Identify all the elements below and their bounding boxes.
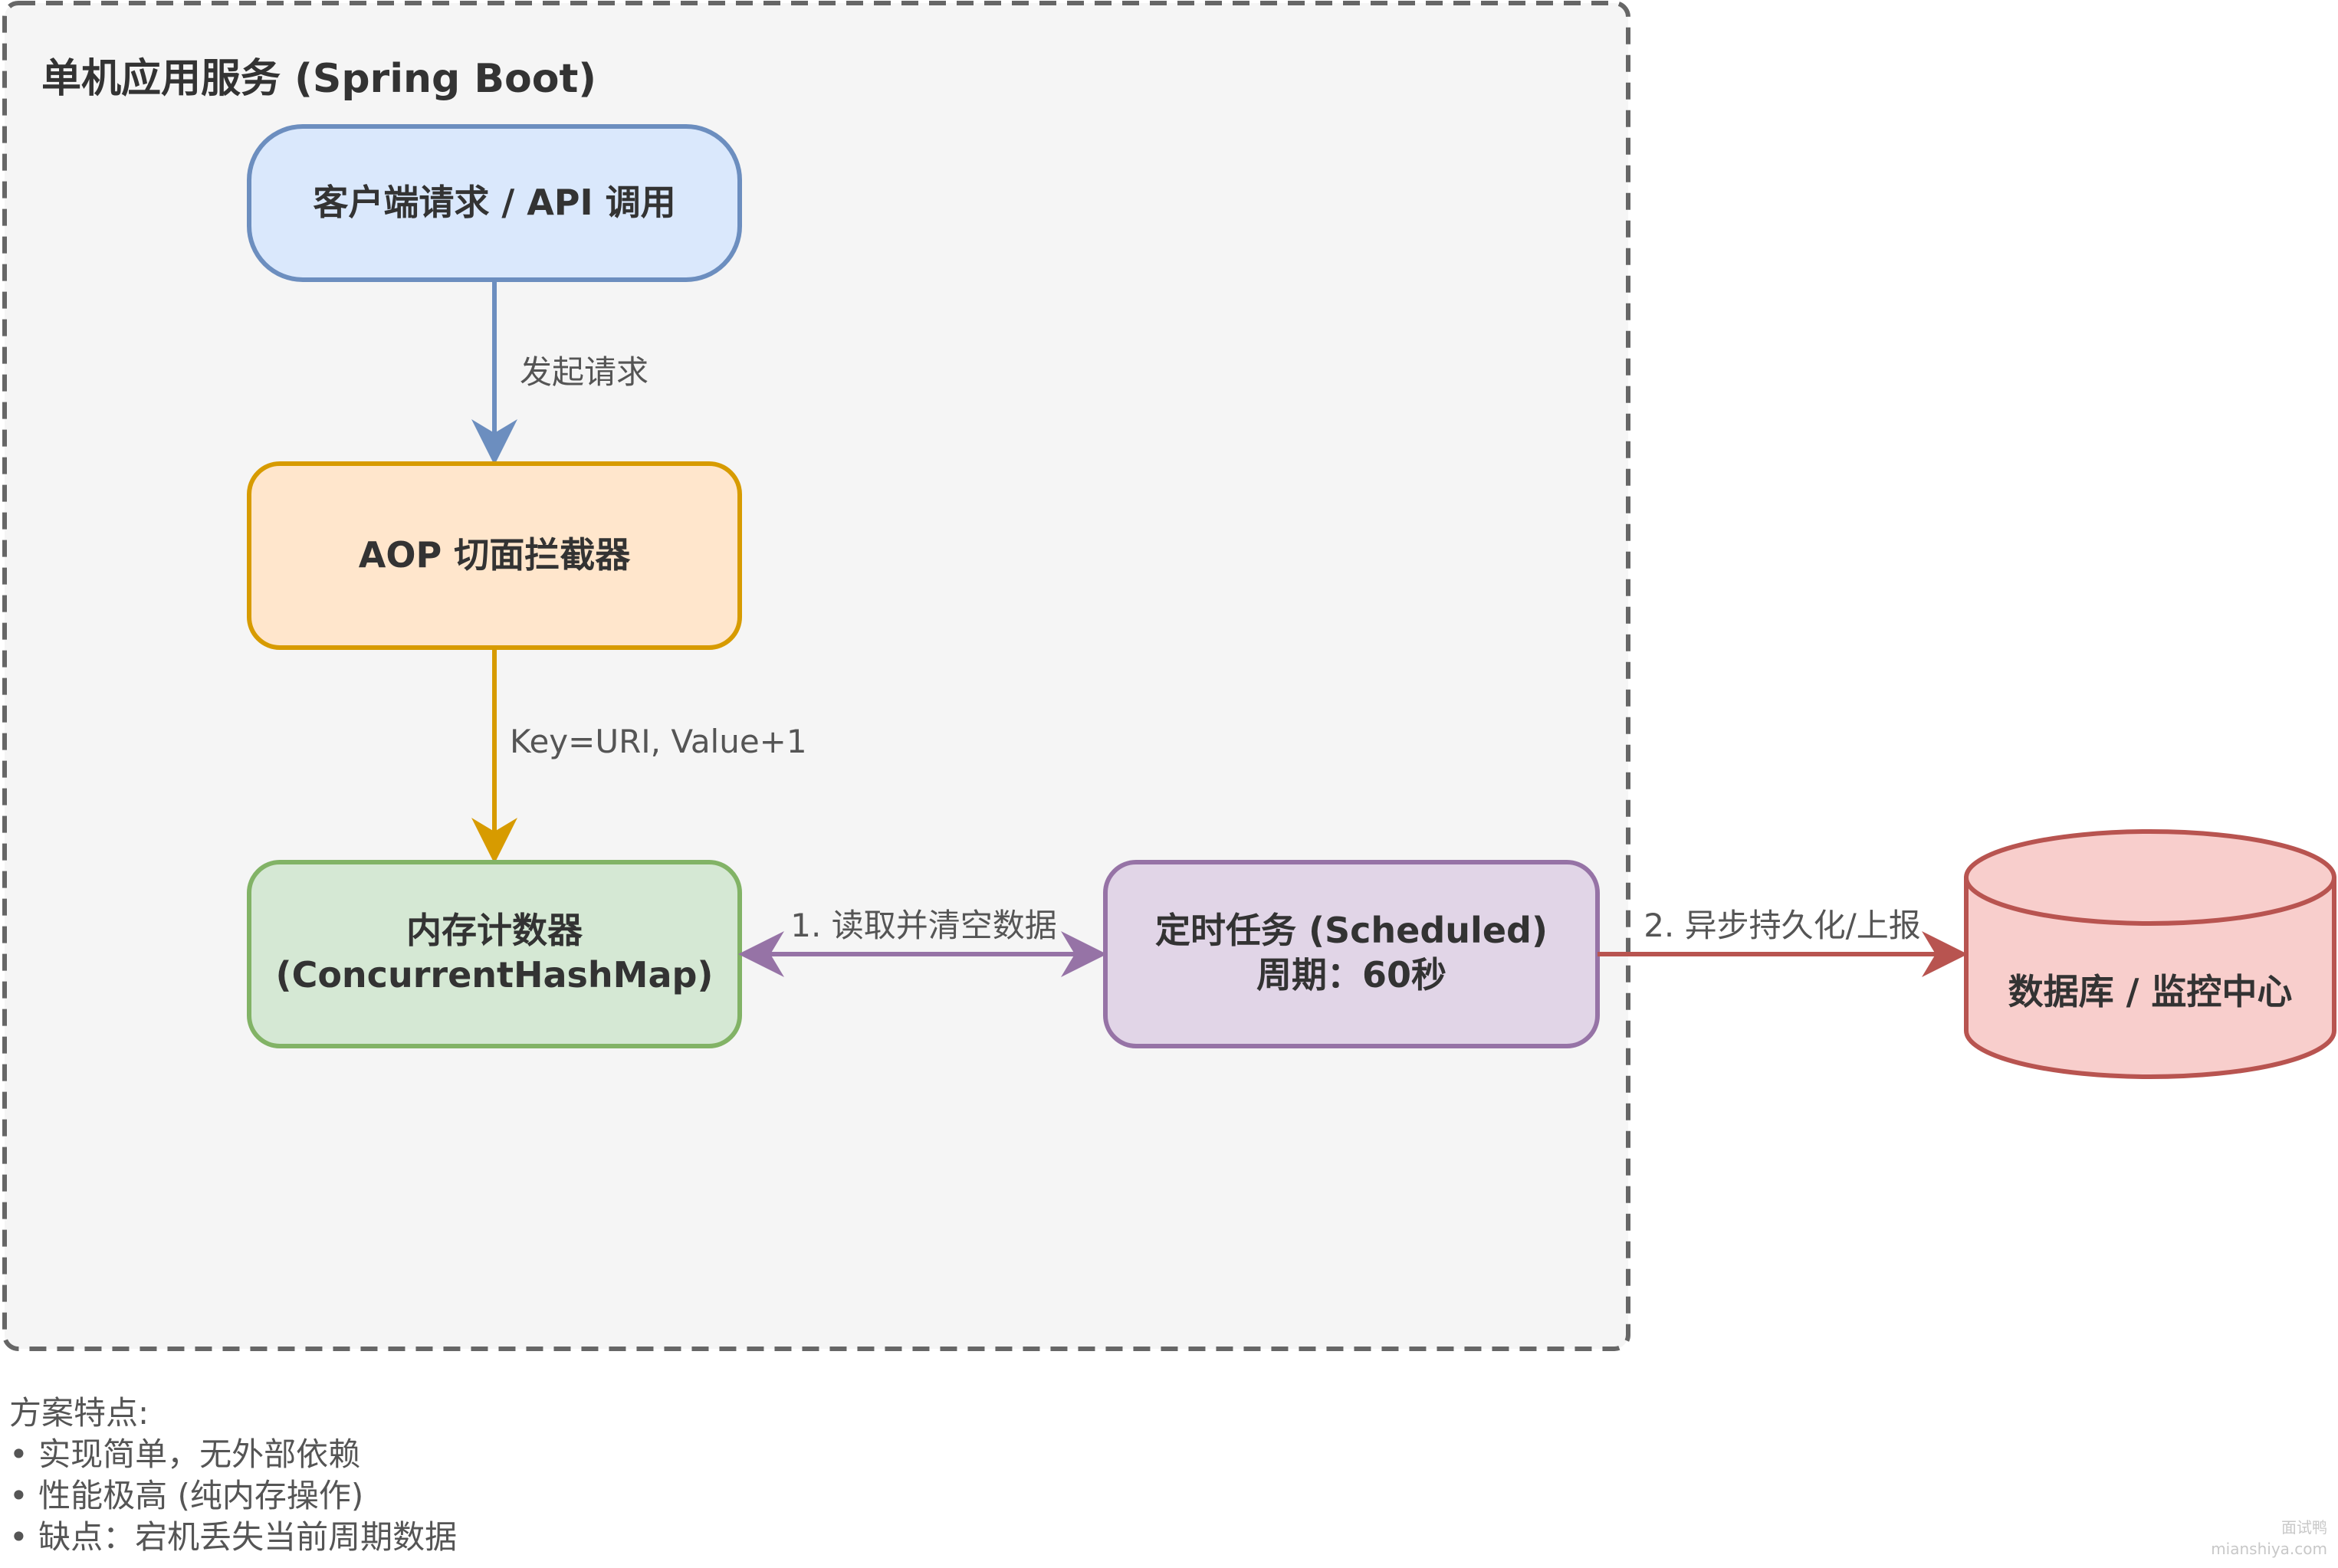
scheduler-node: 定时任务 (Scheduled) 周期：60秒	[1103, 860, 1600, 1048]
watermark-line2: mianshiya.com	[2211, 1540, 2327, 1558]
scheduler-label-line1: 定时任务 (Scheduled)	[1155, 910, 1548, 951]
notes-item: • 缺点：宕机丢失当前周期数据	[9, 1518, 457, 1556]
aop-node: AOP 切面拦截器	[247, 461, 742, 650]
counter-label-line1: 内存计数器	[406, 910, 583, 951]
client-label: 客户端请求 / API 调用	[313, 182, 675, 223]
database-cylinder-rim	[1964, 877, 2336, 926]
notes-heading: 方案特点:	[9, 1394, 149, 1432]
counter-label-line2: (ConcurrentHashMap)	[276, 954, 714, 996]
database-label: 数据库 / 监控中心	[2008, 971, 2293, 1012]
notes: 方案特点: • 实现简单，无外部依赖 • 性能极高 (纯内存操作) • 缺点：宕…	[9, 1394, 457, 1556]
edge-label-counter-scheduler: 1. 读取并清空数据	[790, 907, 1056, 944]
aop-label: AOP 切面拦截器	[359, 534, 631, 576]
container-title: 单机应用服务 (Spring Boot)	[41, 56, 596, 102]
client-node: 客户端请求 / API 调用	[247, 124, 742, 282]
edge-label-aop-to-counter: Key=URI, Value+1	[510, 723, 807, 760]
notes-item: • 实现简单，无外部依赖	[9, 1435, 360, 1473]
counter-node: 内存计数器 (ConcurrentHashMap)	[247, 860, 742, 1048]
scheduler-label-line2: 周期：60秒	[1256, 954, 1446, 996]
edge-label-client-to-aop: 发起请求	[520, 353, 649, 391]
watermark-line1: 面试鸭	[2281, 1518, 2327, 1537]
edge-label-scheduler-to-db: 2. 异步持久化/上报	[1643, 907, 1921, 944]
watermark: 面试鸭 mianshiya.com	[2211, 1518, 2327, 1558]
database-node: 数据库 / 监控中心	[1964, 829, 2336, 1079]
database-cylinder	[1964, 829, 2336, 1079]
notes-item: • 性能极高 (纯内存操作)	[9, 1477, 363, 1514]
